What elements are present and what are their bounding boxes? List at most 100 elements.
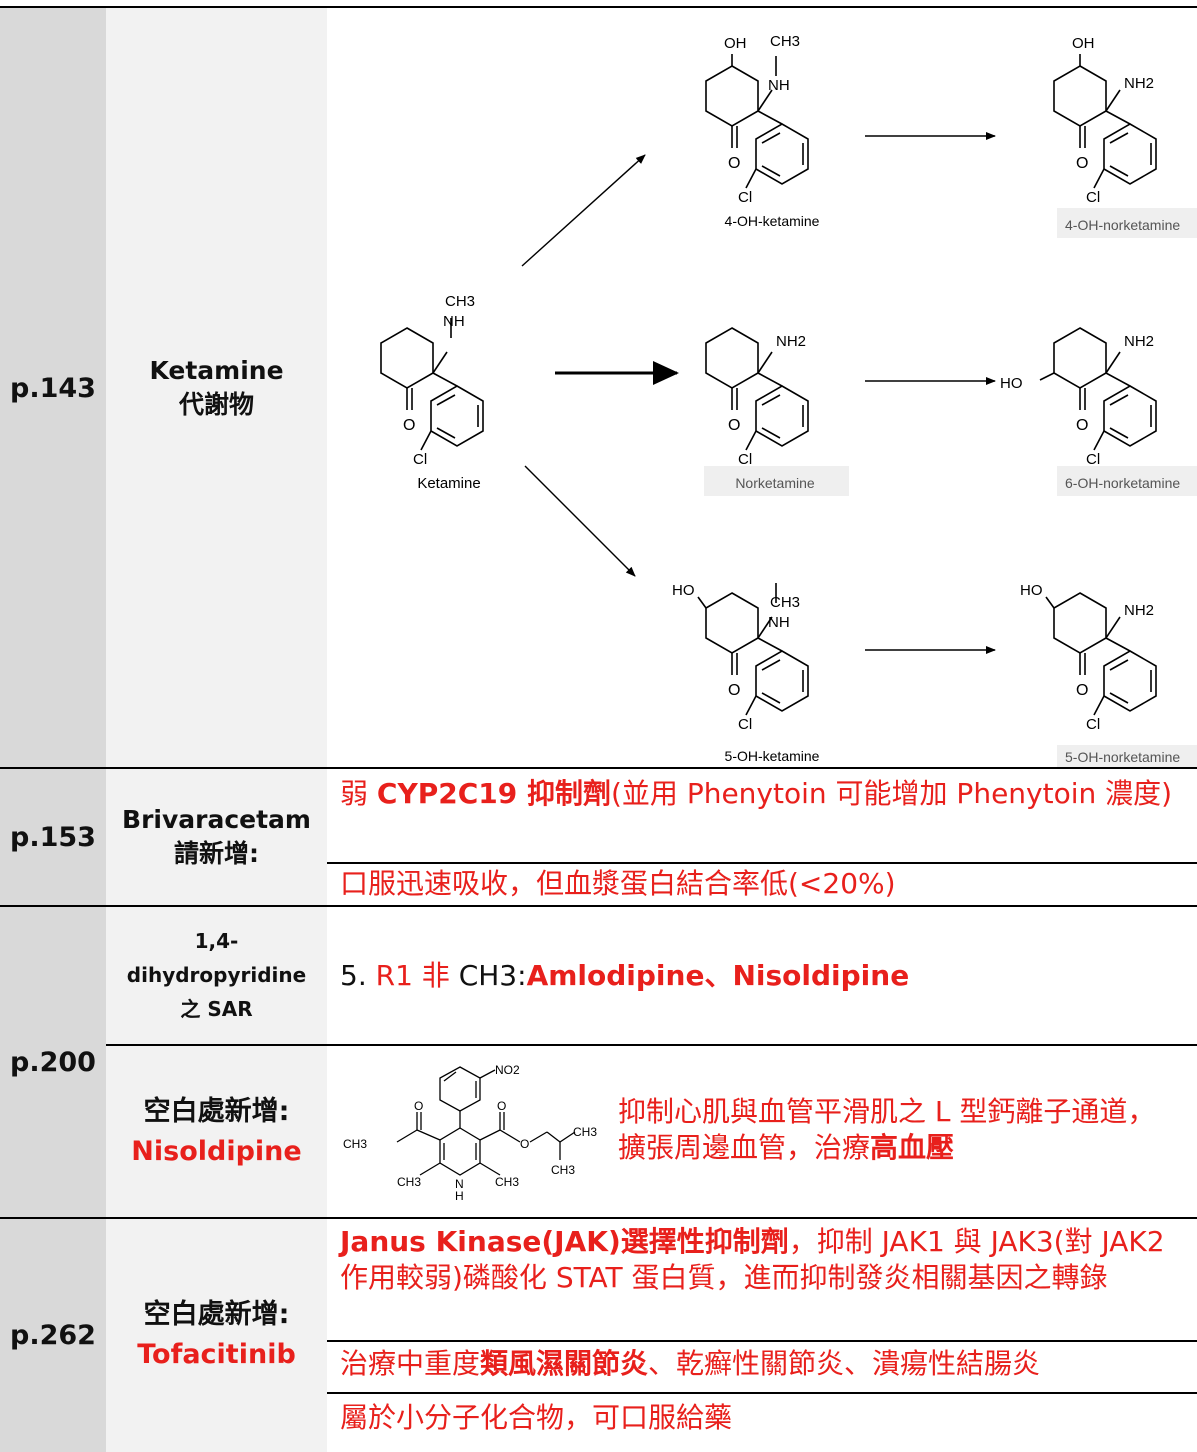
ch3-label: CH3: [343, 1137, 367, 1151]
page-ref-text: p.200: [10, 1046, 96, 1078]
title-line: dihydropyridine: [126, 963, 307, 987]
oh4-norketamine-label-bg: [1057, 208, 1197, 238]
title-line: 代謝物: [178, 390, 254, 419]
text-span: 抑制心肌與血管平滑肌之 L 型鈣離子通道，擴張周邊血管，治療: [618, 1095, 1156, 1164]
norketamine-label-bg: [704, 466, 849, 496]
text-span: R1 非: [375, 959, 459, 992]
ch3-label: CH3: [495, 1175, 519, 1189]
page-ref-153: p.153: [0, 768, 106, 906]
oh5-ketamine-label: 5-OH-ketamine: [725, 748, 820, 764]
oh5-norketamine-label-bg: [1057, 745, 1197, 768]
table-top-border: [0, 6, 1197, 8]
divider: [106, 1044, 1197, 1046]
o-label: O: [520, 1137, 529, 1151]
bold-span: 類風濕關節炎: [480, 1347, 649, 1380]
text-span: 、乾癬性關節炎、潰瘍性結腸炎: [648, 1347, 1041, 1380]
o-label: O: [1076, 155, 1088, 172]
ketamine-title: Ketamine 代謝物: [106, 8, 327, 768]
n-label: N: [455, 1177, 464, 1191]
bold-span: CYP2C19 抑制劑: [376, 777, 611, 810]
ch3-label: CH3: [397, 1175, 421, 1189]
brivaracetam-line-1: 弱 CYP2C19 抑制劑(並用 Phenytoin 可能增加 Phenytoi…: [340, 776, 1180, 812]
dhp-sar-title: 1,4- dihydropyridine 之 SAR: [106, 906, 327, 1044]
cl-label: Cl: [413, 451, 427, 468]
nh2-label: NH2: [1124, 333, 1154, 350]
oh5-norketamine-label: 5-OH-norketamine: [1065, 749, 1180, 765]
row-divider: [0, 905, 1197, 907]
divider: [327, 1392, 1197, 1394]
text-span: 5.: [340, 959, 376, 992]
page-ref-text: p.153: [10, 821, 96, 853]
page-ref-text: p.143: [10, 372, 96, 404]
nh2-label: NH2: [1124, 602, 1154, 619]
arrow-to-oh4-ketamine: [521, 154, 646, 267]
nh-label: NH: [768, 614, 790, 631]
cl-label: Cl: [1086, 716, 1100, 733]
oh4-ketamine-label: 4-OH-ketamine: [725, 213, 820, 229]
tofacitinib-line-2: 治療中重度類風濕關節炎、乾癬性關節炎、潰瘍性結腸炎: [340, 1346, 1180, 1382]
page-ref-143: p.143: [0, 8, 106, 768]
oh5-ketamine-structure: HO NH CH3 O Cl: [672, 582, 809, 733]
page-ref-text: p.262: [10, 1319, 96, 1351]
o-label: O: [728, 155, 740, 172]
nisoldipine-title: 空白處新增: Nisoldipine: [106, 1046, 327, 1218]
cl-label: Cl: [1086, 189, 1100, 206]
oh-label: OH: [724, 35, 747, 52]
cl-label: Cl: [1086, 451, 1100, 468]
title-line: Tofacitinib: [137, 1339, 296, 1370]
o-label: O: [728, 417, 740, 434]
title-line: Brivaracetam: [122, 805, 311, 834]
oh-label: OH: [1072, 35, 1095, 52]
brivaracetam-line-2: 口服迅速吸收，但血漿蛋白結合率低(<20%): [340, 866, 1180, 902]
oh5-norketamine-structure: HO NH2 O Cl: [1020, 582, 1157, 733]
title-line: 之 SAR: [180, 997, 253, 1021]
ch3-label: CH3: [573, 1125, 597, 1139]
text-span: CH3:: [458, 959, 527, 992]
ho-label: HO: [1020, 582, 1043, 599]
o-label: O: [728, 682, 740, 699]
brivaracetam-title: Brivaracetam 請新增:: [106, 768, 327, 906]
o-label: O: [403, 417, 415, 434]
page-ref-262: p.262: [0, 1218, 106, 1452]
tofacitinib-line-3: 屬於小分子化合物，可口服給藥: [340, 1400, 1180, 1436]
oh6-norketamine-label-bg: [1057, 466, 1197, 496]
divider: [327, 862, 1197, 864]
title-line: 空白處新增:: [143, 1299, 290, 1330]
title-line: Ketamine: [149, 356, 284, 385]
o-label: O: [497, 1099, 506, 1113]
text-span: (並用 Phenytoin 可能增加 Phenytoin 濃度): [611, 777, 1173, 810]
ho-label: HO: [1000, 375, 1023, 392]
nh2-label: NH2: [776, 333, 806, 350]
ch3-label: CH3: [551, 1163, 575, 1177]
ch3-label: CH3: [770, 33, 800, 50]
page-ref-200: p.200: [0, 906, 106, 1218]
row-divider: [0, 767, 1197, 769]
text-span: 治療中重度: [340, 1347, 481, 1380]
oh6-norketamine-structure: HO NH2 O Cl: [1000, 327, 1157, 468]
nisoldipine-description: 抑制心肌與血管平滑肌之 L 型鈣離子通道，擴張周邊血管，治療高血壓: [618, 1094, 1178, 1166]
o-label: O: [1076, 417, 1088, 434]
nisoldipine-structure: NO2 O O O CH3 CH3 CH3 CH3 CH3 N H: [343, 1063, 597, 1203]
title-line: 請新增:: [174, 839, 259, 868]
text-span: 口服迅速吸收，但血漿蛋白結合率低(<20%): [340, 867, 896, 900]
oh4-ketamine-structure: OH NH CH3 O Cl: [705, 33, 809, 206]
bold-span: Janus Kinase(JAK)選擇性抑制劑: [340, 1225, 789, 1258]
divider: [327, 1340, 1197, 1342]
bold-span: Amlodipine、Nisoldipine: [526, 959, 910, 992]
ch3-label: CH3: [770, 594, 800, 611]
oh6-norketamine-label: 6-OH-norketamine: [1065, 475, 1180, 491]
h-label: H: [455, 1189, 464, 1203]
title-line: 1,4-: [194, 929, 239, 953]
ketamine-metabolism-diagram: NH CH3 O Cl Ketamine OH NH CH3 O Cl 4-OH…: [380, 33, 1197, 768]
no2-label: NO2: [495, 1063, 520, 1077]
oh4-norketamine-structure: OH NH2 O Cl: [1053, 35, 1157, 206]
tofacitinib-title: 空白處新增: Tofacitinib: [106, 1218, 327, 1452]
dhp-sar-text: 5. R1 非 CH3:Amlodipine、Nisoldipine: [340, 958, 1180, 994]
ho-label: HO: [672, 582, 695, 599]
title-line: Nisoldipine: [131, 1136, 302, 1167]
ketamine-label: Ketamine: [417, 475, 480, 492]
nh2-label: NH2: [1124, 75, 1154, 92]
text-span: ，抑制 JAK1 與 JAK3(對 JAK2 作用較弱)磷酸化 STAT 蛋白質…: [340, 1225, 1165, 1294]
ch3-label: CH3: [445, 293, 475, 310]
